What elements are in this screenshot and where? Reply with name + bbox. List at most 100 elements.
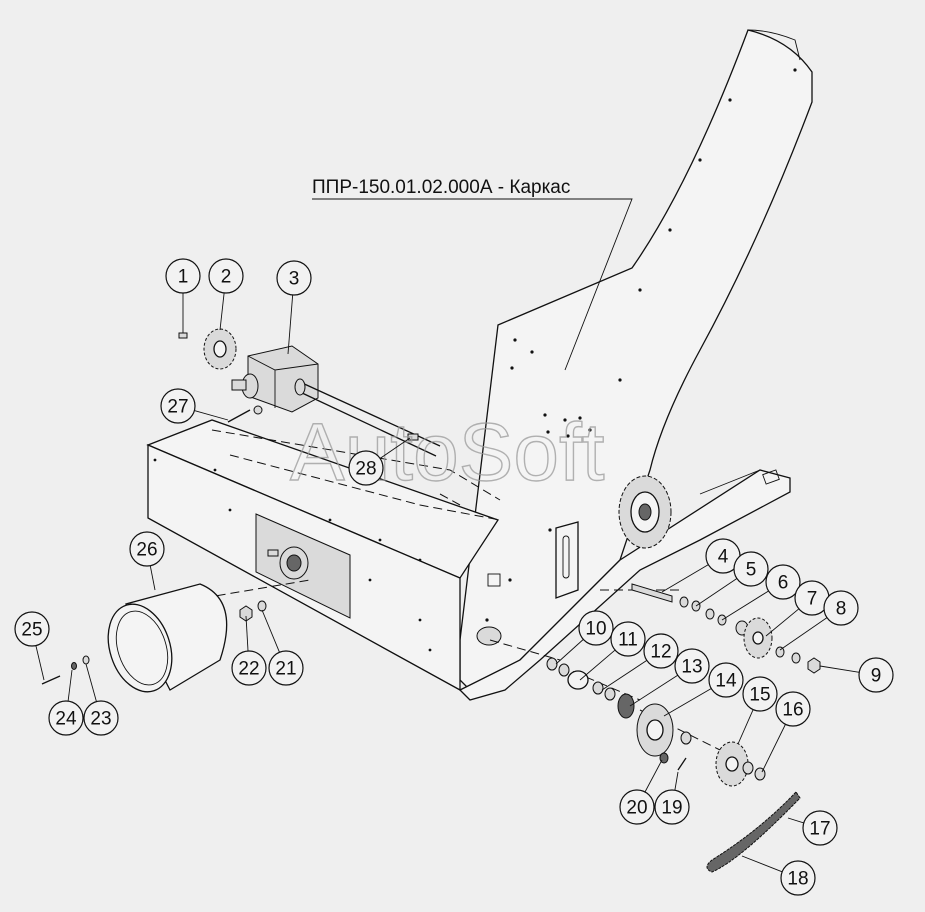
callout-circle-27 xyxy=(160,388,196,424)
callout-circle-22 xyxy=(231,650,267,686)
bearing-flange-on-box xyxy=(267,546,309,580)
callout-leader-10 xyxy=(555,639,584,665)
callout-leader-19 xyxy=(674,771,679,791)
callout-circle-20 xyxy=(619,789,655,825)
callout-circle-8 xyxy=(823,590,859,626)
callout-leader-27 xyxy=(194,410,229,421)
callout-leader-21 xyxy=(261,609,280,653)
callout-circle-6 xyxy=(765,564,801,600)
callout-label-23: 23 xyxy=(90,709,111,730)
washer-near-gearbox xyxy=(253,405,263,415)
callout-leader-28 xyxy=(379,437,411,459)
callout-leader-24 xyxy=(67,669,73,702)
callout-circle-26 xyxy=(129,531,165,567)
callout-leader-22 xyxy=(245,615,249,652)
frame-square-hole xyxy=(487,573,501,587)
callout-leader-9 xyxy=(819,665,860,673)
callout-leader-2 xyxy=(219,292,225,331)
frame-holes xyxy=(153,68,797,652)
callout-circle-25 xyxy=(14,611,50,647)
chain-part-17-18 xyxy=(706,791,801,873)
assembly-label-leader xyxy=(312,198,633,371)
callout-circle-3 xyxy=(276,260,312,296)
frame-shaft-opening xyxy=(476,626,502,646)
callout-label-3: 3 xyxy=(289,269,300,290)
callout-circle-14 xyxy=(708,662,744,698)
callout-label-14: 14 xyxy=(715,671,737,692)
gear-part-2 xyxy=(203,328,237,370)
callout-circle-23 xyxy=(83,700,119,736)
callout-leader-17 xyxy=(787,817,804,824)
callout-label-2: 2 xyxy=(221,267,232,288)
callout-leader-4 xyxy=(661,564,709,593)
gearbox-part-3 xyxy=(231,345,441,457)
callout-circle-9 xyxy=(858,657,894,693)
callout-circle-10 xyxy=(578,610,614,646)
callout-circle-2 xyxy=(208,258,244,294)
callout-leader-26 xyxy=(149,565,156,591)
callout-circle-11 xyxy=(610,621,646,657)
callout-label-16: 16 xyxy=(782,700,803,721)
callout-label-25: 25 xyxy=(21,620,42,641)
callout-label-21: 21 xyxy=(275,659,296,680)
callout-label-28: 28 xyxy=(355,459,376,480)
frame-bottom-rail xyxy=(458,469,791,701)
callout-leader-7 xyxy=(765,608,800,637)
callout-circle-21 xyxy=(268,650,304,686)
callout-circle-18 xyxy=(780,860,816,896)
callout-leader-5 xyxy=(695,578,738,607)
callout-leader-16 xyxy=(761,724,786,773)
small-fasteners-left xyxy=(41,600,267,685)
callout-circle-5 xyxy=(733,551,769,587)
callout-leader-12 xyxy=(601,659,648,691)
callout-label-15: 15 xyxy=(749,685,770,706)
shaft-stack-lower xyxy=(546,657,766,787)
callout-label-24: 24 xyxy=(55,709,77,730)
callout-circle-13 xyxy=(674,648,710,684)
pin-part-27 xyxy=(227,409,251,423)
callout-leader-13 xyxy=(629,674,678,707)
callout-circle-24 xyxy=(48,700,84,736)
callout-label-20: 20 xyxy=(626,798,647,819)
cover-part-26 xyxy=(107,583,228,693)
callout-label-12: 12 xyxy=(650,642,671,663)
callout-label-22: 22 xyxy=(238,659,259,680)
callout-leader-8 xyxy=(779,617,828,651)
callout-circle-19 xyxy=(654,789,690,825)
callout-leader-3 xyxy=(287,294,294,355)
callout-label-13: 13 xyxy=(681,657,702,678)
callout-label-5: 5 xyxy=(746,560,757,581)
callout-label-9: 9 xyxy=(871,666,882,687)
callout-leader-25 xyxy=(35,645,45,681)
key-part-1 xyxy=(178,332,188,339)
callout-circle-12 xyxy=(643,633,679,669)
callout-leader-15 xyxy=(737,709,754,745)
callout-circle-17 xyxy=(802,810,838,846)
assembly-label: ППР-150.01.02.000А - Каркас xyxy=(312,177,570,198)
callout-label-18: 18 xyxy=(787,869,808,890)
callout-leader-20 xyxy=(644,759,663,793)
callout-leader-14 xyxy=(663,688,712,717)
callout-label-17: 17 xyxy=(809,819,830,840)
callout-circle-1 xyxy=(165,258,201,294)
callout-label-10: 10 xyxy=(585,619,606,640)
callout-leader-18 xyxy=(741,855,783,873)
callout-label-6: 6 xyxy=(778,573,789,594)
key-part-28 xyxy=(407,433,419,441)
watermark: AutoSoft xyxy=(290,407,605,498)
callout-label-4: 4 xyxy=(718,547,729,568)
callout-label-8: 8 xyxy=(836,599,847,620)
callout-label-19: 19 xyxy=(661,798,682,819)
callout-circle-15 xyxy=(742,676,778,712)
slotted-bracket xyxy=(555,521,579,599)
callout-circle-28 xyxy=(348,450,384,486)
callout-label-27: 27 xyxy=(167,397,188,418)
callout-label-1: 1 xyxy=(178,267,189,288)
callout-label-7: 7 xyxy=(807,589,818,610)
callout-leader-6 xyxy=(721,590,769,621)
callout-label-26: 26 xyxy=(136,540,157,561)
callout-leader-23 xyxy=(85,663,97,702)
